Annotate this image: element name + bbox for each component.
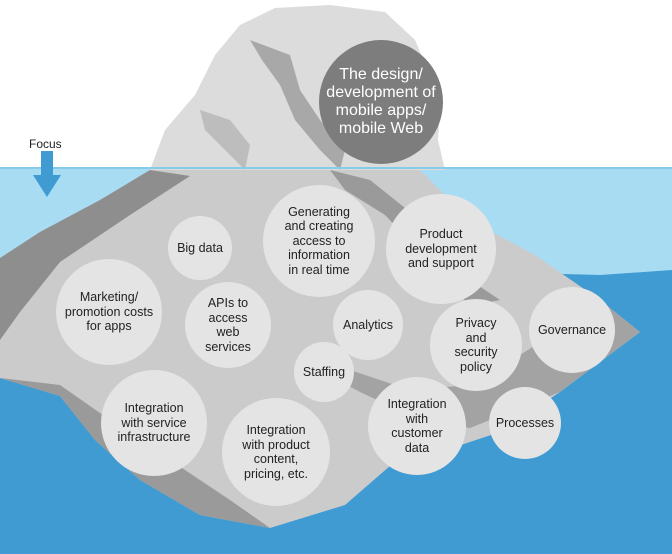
bubble-design-mobile: The design/ development of mobile apps/ … (319, 40, 443, 164)
down-arrow-icon (33, 151, 61, 197)
iceberg-tip-crevice-2 (200, 110, 250, 170)
focus-label: Focus (29, 137, 62, 151)
bubble-integration-service: Integration with service infrastructure (101, 370, 207, 476)
bubble-generating-info: Generating and creating access to inform… (263, 185, 375, 297)
iceberg-tip-crevice (250, 40, 345, 170)
bubble-staffing: Staffing (294, 342, 354, 402)
bubble-big-data: Big data (168, 216, 232, 280)
iceberg-shadow-left (0, 170, 190, 340)
bubble-product-development: Product development and support (386, 194, 496, 304)
bubble-apis: APIs to access web services (185, 282, 271, 368)
bubble-integration-product: Integration with product content, pricin… (222, 398, 330, 506)
bubble-marketing: Marketing/ promotion costs for apps (56, 259, 162, 365)
bubble-governance: Governance (529, 287, 615, 373)
bubble-integration-customer: Integration with customer data (368, 377, 466, 475)
bubble-privacy-security: Privacy and security policy (430, 299, 522, 391)
bubble-analytics: Analytics (333, 290, 403, 360)
bubble-processes: Processes (489, 387, 561, 459)
